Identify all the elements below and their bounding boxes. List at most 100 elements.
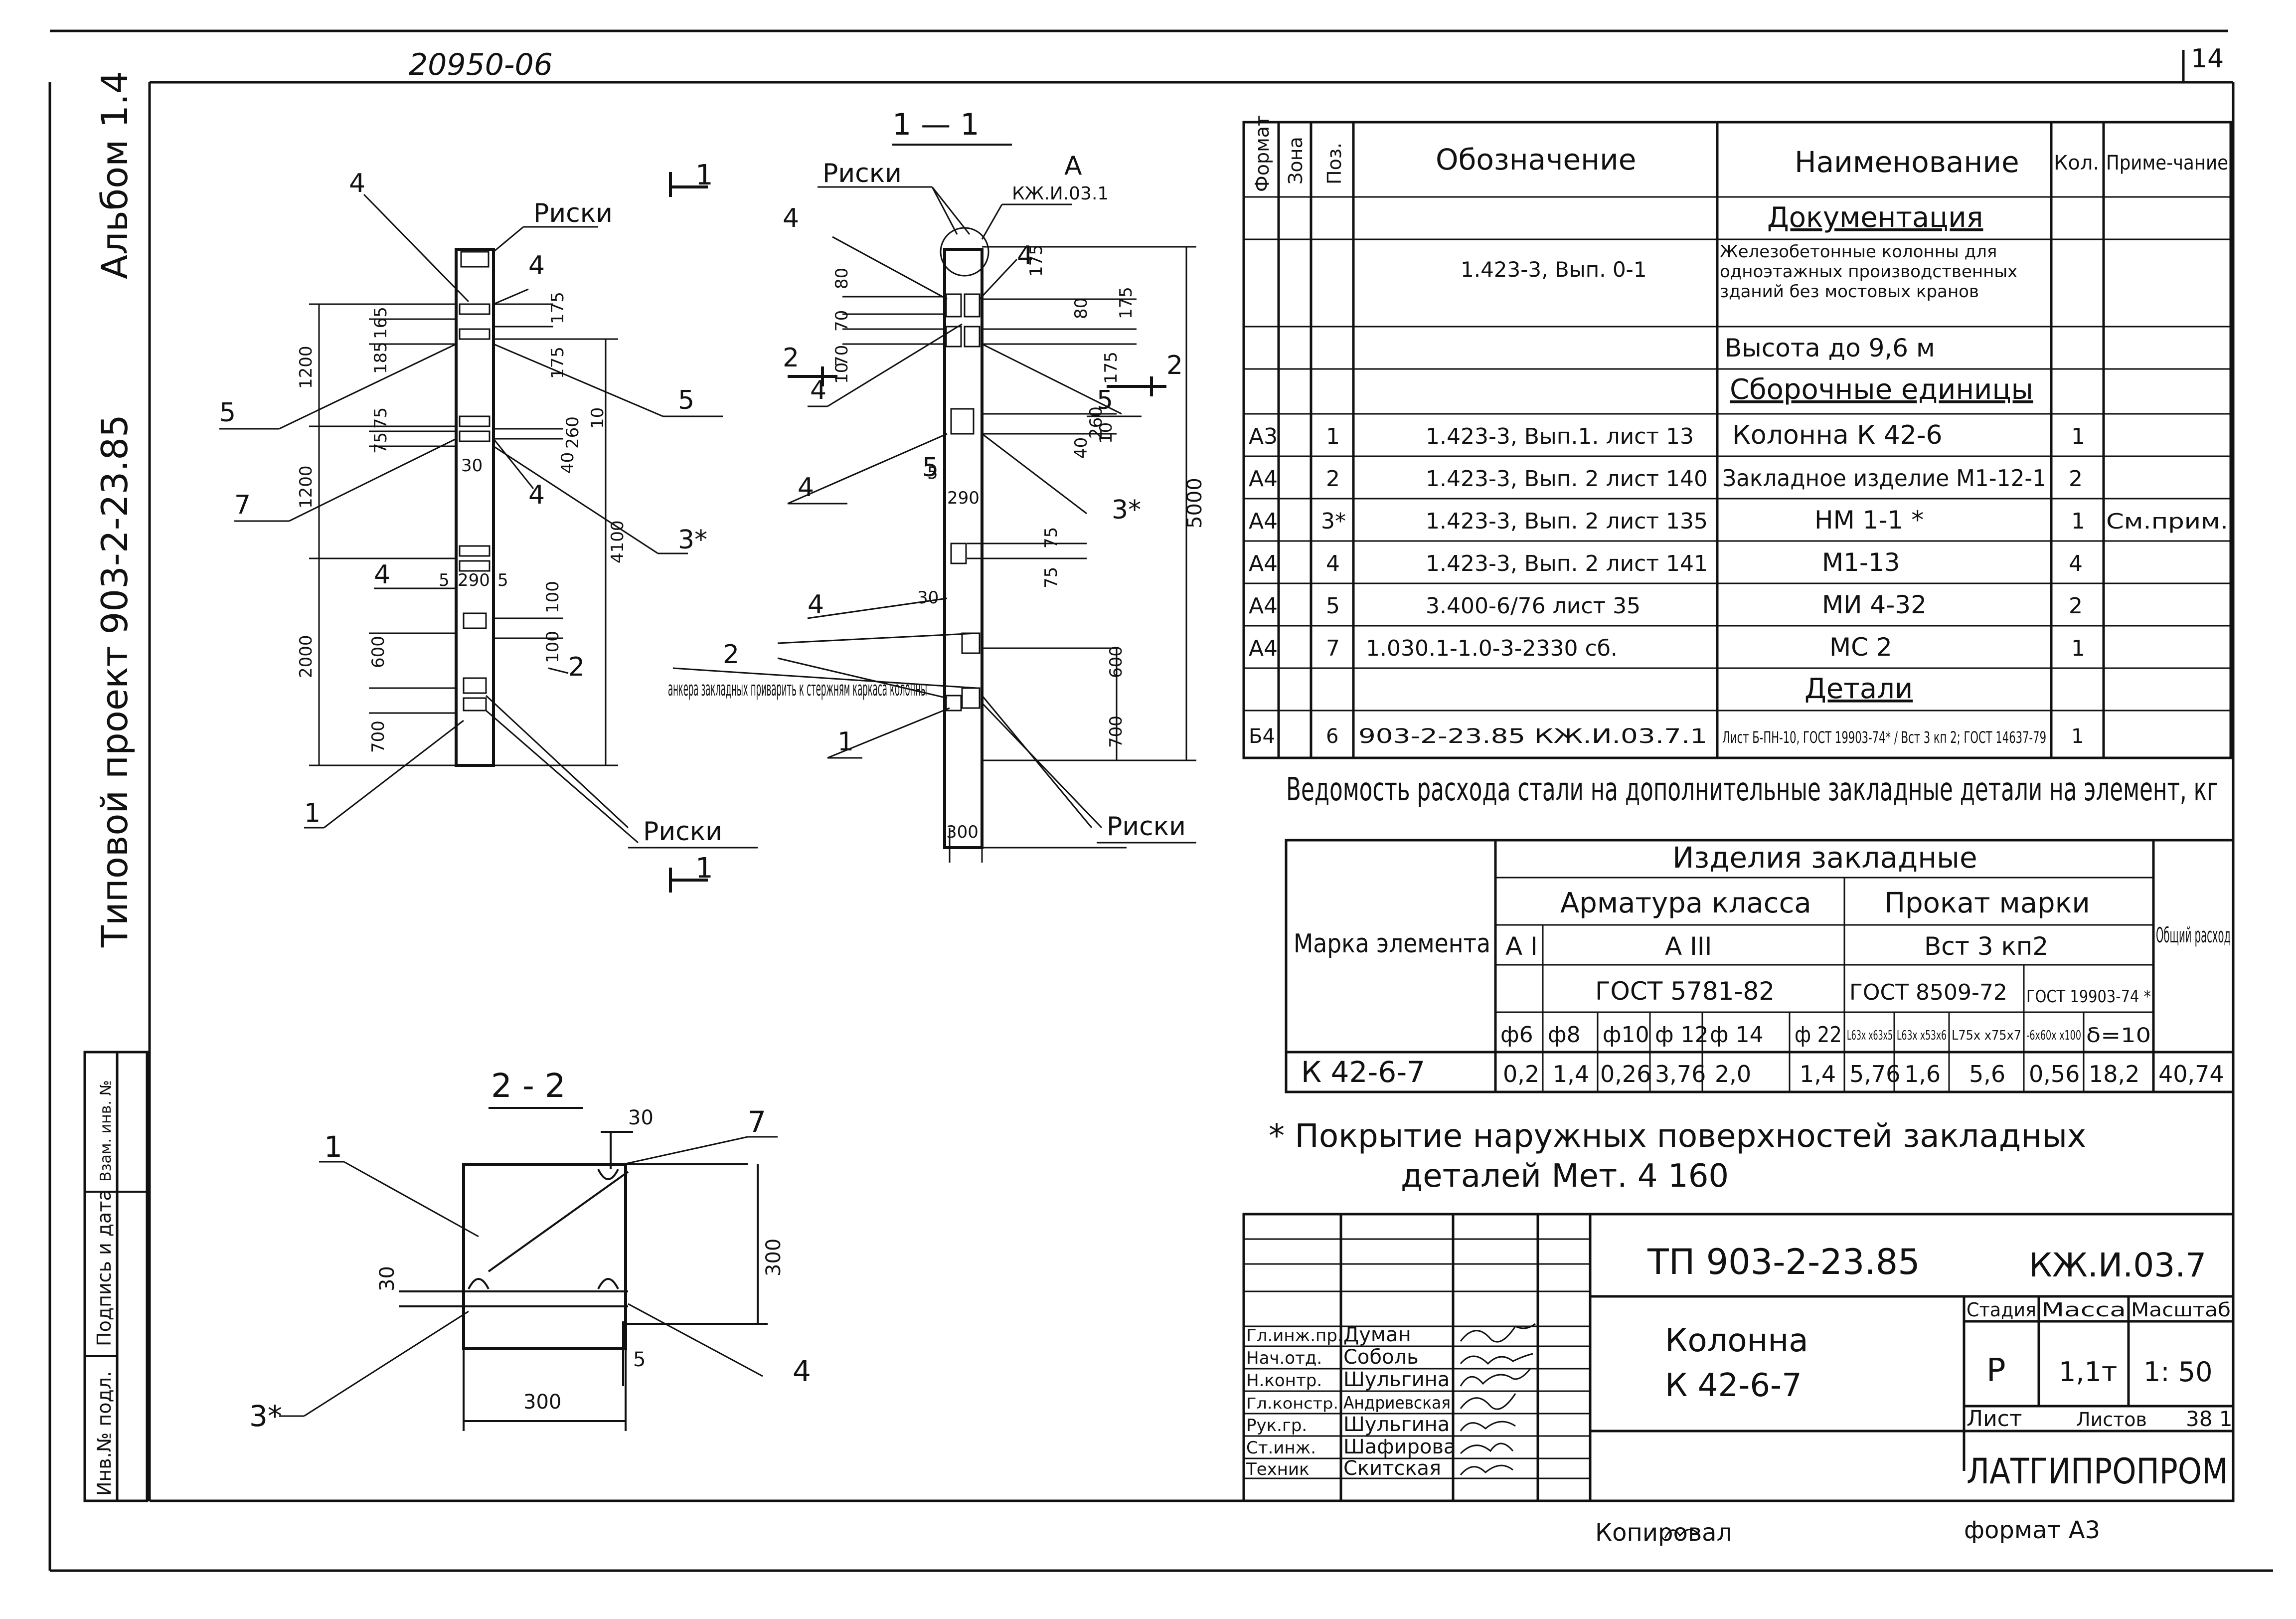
steel-gost-19903: ГОСТ 19903-74 * <box>2026 987 2151 1007</box>
spec-table: Формат Зона Поз. Обозначение Наименовани… <box>1242 115 2232 759</box>
signatures <box>1460 1323 1701 1539</box>
dim-s1-70a: 70 <box>832 310 852 332</box>
spec-header-designation: Обозначение <box>1436 143 1636 177</box>
s1-label-4e: 4 <box>808 590 824 620</box>
steel-table-title: Ведомость расхода стали на дополнительны… <box>1286 771 2218 808</box>
dim-front-5b: 5 <box>497 570 508 590</box>
steel-table: Изделия закладные Марка элемента Арматур… <box>1285 839 2235 1093</box>
steel-size-1: ф6 <box>1500 1022 1533 1048</box>
tb-person-6: Шафирова <box>1343 1436 1456 1458</box>
front-label-riski-bottom: Риски <box>643 817 722 847</box>
title-block: ТП 903-2-23.85 КЖ.И.03.7 Колонна К 42-6-… <box>1242 1213 2235 1547</box>
steel-val-1: 0,2 <box>1503 1061 1539 1087</box>
front-view: 1200 1200 2000 4100 185 165 175 175 75 7… <box>219 159 758 893</box>
s1-label-4c: 4 <box>810 375 826 405</box>
spec-r7-des: 1.423-3, Вып. 2 лист 141 <box>1426 551 1708 576</box>
spec-header-name: Наименование <box>1795 145 2019 179</box>
side-project: Типовой проект 903-2-23.85 <box>94 414 136 948</box>
dim-s1-290: 290 <box>947 488 980 508</box>
spec-r8-pos: 5 <box>1326 593 1340 619</box>
spec-r11-des: 903-2-23.85 КЖ.И.03.7.1 <box>1358 725 1707 748</box>
tb-scale: 1: 50 <box>2143 1356 2212 1388</box>
section-2-2: 2 - 2 <box>249 1067 811 1433</box>
spec-r4-fmt: А3 <box>1249 424 1278 449</box>
tb-mass-h: Масса <box>2041 1299 2126 1321</box>
front-label-5-right: 5 <box>678 385 694 415</box>
steel-gost-8509: ГОСТ 8509-72 <box>1849 980 2007 1005</box>
spec-row-1-des: 1.423-3, Вып. 0-1 <box>1461 257 1647 282</box>
dim-s1-260: 260 <box>1086 406 1106 439</box>
tb-stage: Р <box>1986 1352 2006 1389</box>
tb-role-4: Гл.констр. <box>1246 1395 1338 1413</box>
stamp-sign-label: Подпись и дата <box>93 1189 115 1346</box>
dim-s1-175a: 175 <box>1026 244 1046 277</box>
spec-r4-pos: 1 <box>1326 424 1340 449</box>
dim-s2-30-left: 30 <box>376 1266 399 1291</box>
front-label-4c: 4 <box>528 480 545 510</box>
front-label-1: 1 <box>304 798 321 828</box>
spec-r7-pos: 4 <box>1326 551 1340 576</box>
dim-front-175a: 175 <box>548 292 568 324</box>
steel-size-7: L63x x63x5 <box>1847 1028 1893 1043</box>
steel-val-11: 18,2 <box>2089 1061 2139 1087</box>
s1-label-4b: 4 <box>1017 241 1033 271</box>
dim-s1-70b: 70 <box>832 345 852 366</box>
tb-code: КЖ.И.03.7 <box>2029 1246 2206 1284</box>
dim-s1-5: 5 <box>927 463 938 483</box>
s1-label-1: 1 <box>837 727 854 757</box>
spec-row-section-docs: Документация <box>1767 201 1983 234</box>
tb-person-5: Шульгина <box>1343 1413 1450 1436</box>
section-mark-bottom: 1 <box>695 852 713 885</box>
s1-label-2b: 2 <box>1166 351 1183 380</box>
spec-r11-qty: 1 <box>2071 725 2084 748</box>
tb-role-7: Техник <box>1246 1459 1310 1479</box>
section-1-1-title: 1 — 1 <box>892 107 980 142</box>
steel-val-6: 1,4 <box>1800 1061 1836 1087</box>
steel-size-6: ф 22 <box>1795 1022 1842 1048</box>
s1-label-2a: 2 <box>783 343 799 373</box>
spec-r5-des: 1.423-3, Вып. 2 лист 140 <box>1426 466 1708 492</box>
dim-s1-700: 700 <box>1106 716 1126 748</box>
steel-val-7: 5,76 <box>1849 1061 1900 1087</box>
steel-val-9: 5,6 <box>1969 1061 2005 1087</box>
s2-label-4: 4 <box>793 1354 811 1388</box>
s1-label-2c: 2 <box>723 640 739 670</box>
spec-r7-fmt: А4 <box>1249 551 1278 576</box>
dim-s1-175b: 175 <box>1116 287 1136 319</box>
spec-row-section-asm: Сборочные единицы <box>1730 373 2033 406</box>
dim-s1-40: 40 <box>1071 437 1091 459</box>
steel-val-total: 40,74 <box>2158 1061 2224 1087</box>
note-line-2: деталей Мет. 4 160 <box>1401 1158 1729 1195</box>
dim-front-10: 10 <box>588 407 608 429</box>
front-label-2: 2 <box>568 652 585 682</box>
spec-r6-note: См.прим. <box>2106 509 2228 534</box>
tb-stage-h: Стадия <box>1967 1299 2036 1321</box>
stamp-inv-label: Инв.№ подл. <box>93 1371 115 1496</box>
spec-r8-name: МИ 4-32 <box>1822 590 1927 619</box>
dim-front-40: 40 <box>558 452 578 474</box>
tb-format: формат А3 <box>1964 1516 2100 1544</box>
s2-label-3star: 3* <box>249 1399 282 1433</box>
front-label-riski-top: Риски <box>533 198 613 228</box>
tb-person-4: Андриевская <box>1343 1393 1451 1413</box>
spec-r9-qty: 1 <box>2071 636 2085 661</box>
dim-s2-30-top: 30 <box>628 1106 654 1129</box>
tb-person-1: Думан <box>1343 1323 1411 1346</box>
dim-front-30: 30 <box>461 456 483 476</box>
spec-r4-des: 1.423-3, Вып.1. лист 13 <box>1426 424 1694 449</box>
dim-front-100a: 100 <box>543 581 563 613</box>
tb-role-1: Гл.инж.пр. <box>1246 1326 1343 1346</box>
dim-front-165: 165 <box>371 307 391 339</box>
spec-r11-name: Лист Б-ПН-10, ГОСТ 19903-74* / Вст 3 кп … <box>1722 728 2046 747</box>
steel-val-8: 1,6 <box>1904 1061 1941 1087</box>
spec-r5-name: Закладное изделие М1-12-1 <box>1722 465 2046 492</box>
note-line-1: * Покрытие наружных поверхностей закладн… <box>1269 1118 2086 1155</box>
tb-sheets-h: Листов <box>2076 1409 2147 1431</box>
dim-s1-30: 30 <box>917 588 939 608</box>
dim-front-260: 260 <box>563 416 583 449</box>
front-label-4-top: 4 <box>349 169 365 198</box>
s1-label-4a: 4 <box>783 203 799 233</box>
s1-label-kzh: КЖ.И.03.1 <box>1012 183 1109 204</box>
spec-r8-fmt: А4 <box>1249 593 1278 619</box>
